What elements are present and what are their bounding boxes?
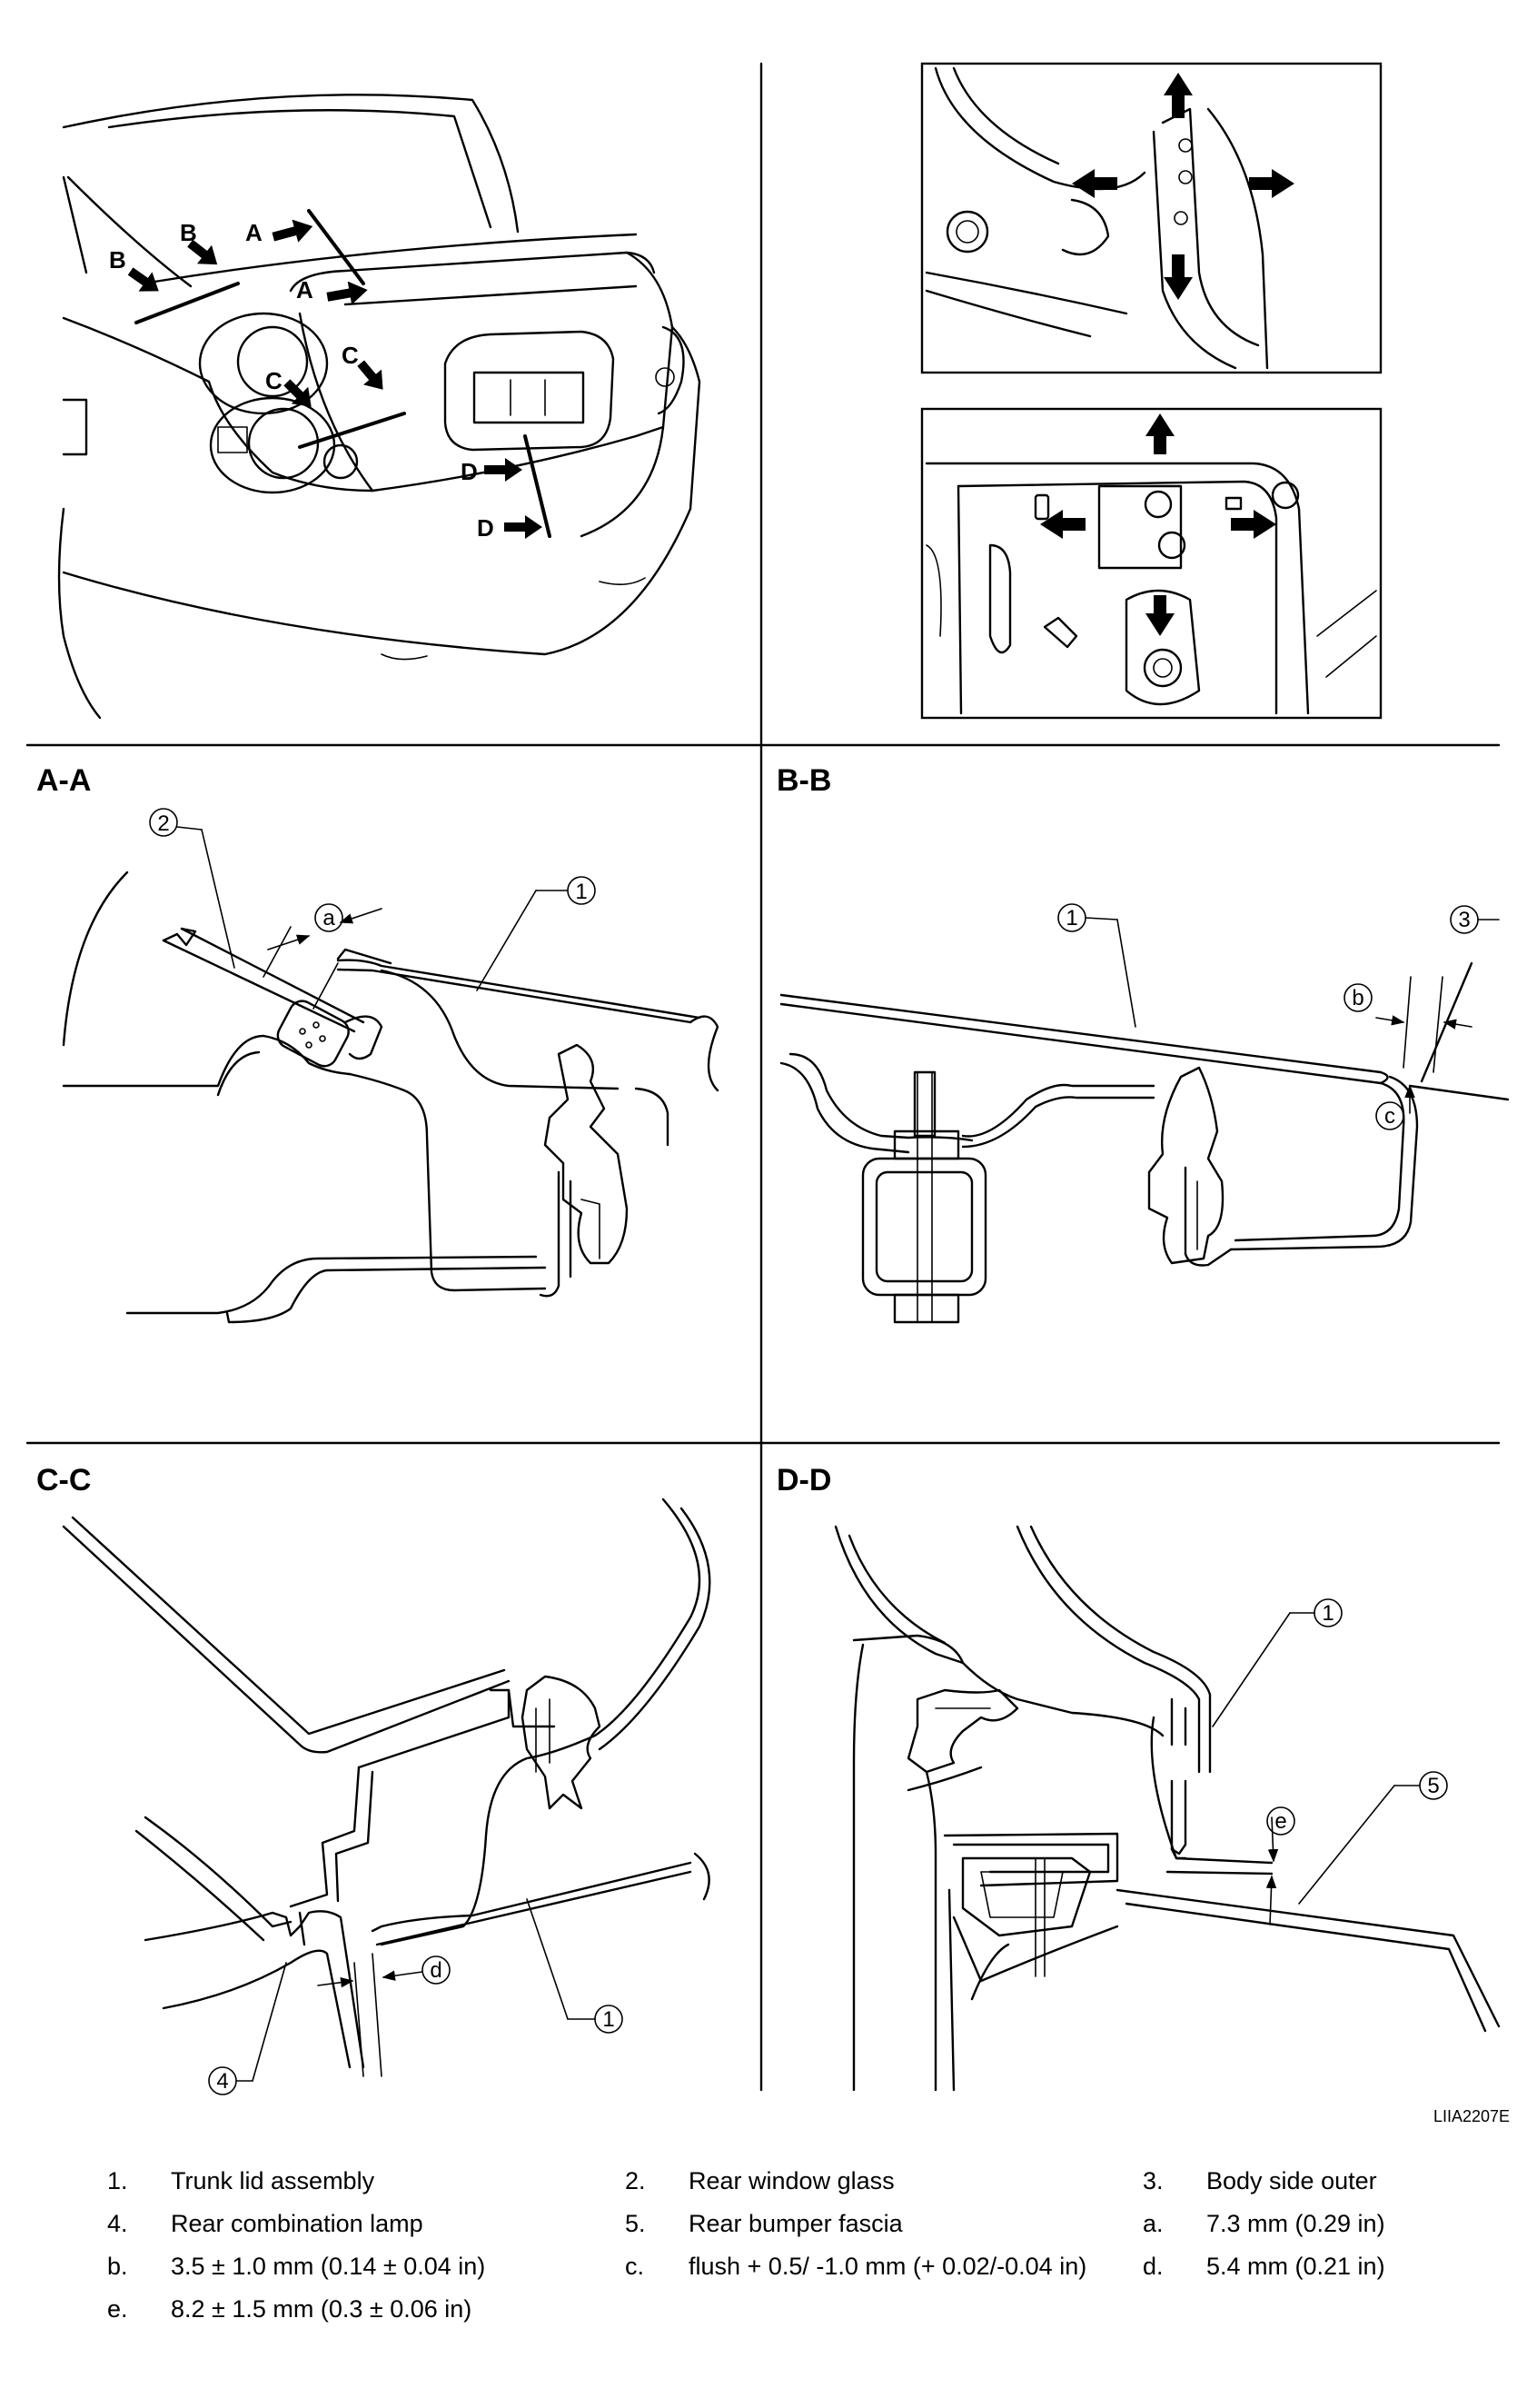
callout-1-a-a: 1 <box>575 880 587 904</box>
callout-3: 3 <box>1458 908 1470 932</box>
legend-item: a.7.3 mm (0.29 in) <box>1143 2210 1385 2237</box>
legend-item: d.5.4 mm (0.21 in) <box>1143 2253 1385 2280</box>
legend-item: b.3.5 ± 1.0 mm (0.14 ± 0.04 in) <box>107 2253 486 2280</box>
section-a-a: A-A 2 a <box>36 763 719 1324</box>
callout-5: 5 <box>1427 1774 1439 1798</box>
callout-1-c-c: 1 <box>602 2007 614 2032</box>
callout-4: 4 <box>216 2069 228 2094</box>
legend-item: 5.Rear bumper fascia <box>625 2210 903 2237</box>
hinge-detail-upper <box>920 62 1383 374</box>
view-label-b-left: B <box>109 246 126 274</box>
callout-c: c <box>1384 1104 1395 1129</box>
legend-item: 4.Rear combination lamp <box>107 2210 423 2237</box>
hinge-detail-lower <box>920 407 1383 720</box>
view-label-a-upper: A <box>245 219 263 246</box>
legend-item: c.flush + 0.5/ -1.0 mm (+ 0.02/-0.04 in) <box>625 2253 1087 2280</box>
callout-2: 2 <box>157 811 169 836</box>
view-label-d-upper: D <box>461 458 478 485</box>
panel-grid <box>25 62 1501 2092</box>
legend-item: e.8.2 ± 1.5 mm (0.3 ± 0.06 in) <box>107 2295 472 2323</box>
view-label-c-right: C <box>342 342 359 369</box>
section-title-c-c: C-C <box>36 1463 91 1498</box>
callout-a: a <box>322 906 335 930</box>
section-title-d-d: D-D <box>777 1463 831 1498</box>
callout-1-b-b: 1 <box>1066 906 1077 930</box>
view-label-d-lower: D <box>477 514 494 542</box>
legend: 1.Trunk lid assembly 2.Rear window glass… <box>0 2167 1527 2394</box>
car-rear-view: A A B B C C D D <box>57 94 701 720</box>
section-c-c: C-C d 1 4 <box>36 1463 711 2095</box>
section-title-b-b: B-B <box>777 763 831 798</box>
legend-item: 3.Body side outer <box>1143 2167 1377 2194</box>
legend-item: 2.Rear window glass <box>625 2167 895 2194</box>
view-label-b-right: B <box>180 219 197 246</box>
section-b-b: B-B 1 b <box>777 763 1510 1324</box>
view-label-c-left: C <box>265 367 283 394</box>
view-label-a-lower: A <box>296 276 313 303</box>
callout-d: d <box>430 1958 441 1983</box>
callout-1-d-d: 1 <box>1322 1601 1334 1626</box>
legend-item: 1.Trunk lid assembly <box>107 2167 375 2194</box>
callout-e: e <box>1274 1809 1286 1834</box>
callout-b: b <box>1352 986 1363 1010</box>
section-title-a-a: A-A <box>36 763 91 798</box>
figure-code: LIIA2207E <box>1433 2107 1510 2125</box>
section-d-d: D-D 1 <box>777 1463 1501 2092</box>
